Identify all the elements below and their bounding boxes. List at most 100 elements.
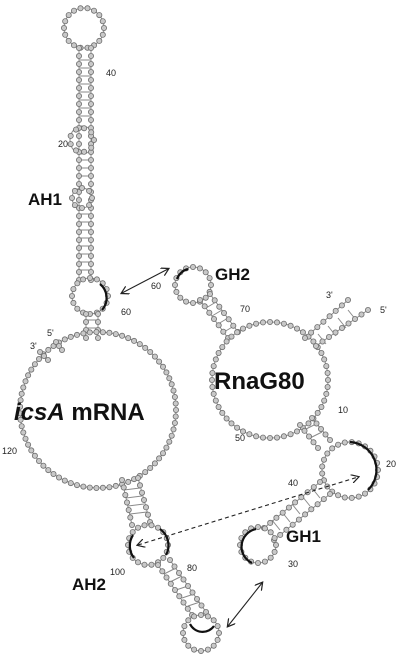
nucleotide xyxy=(80,483,87,490)
nucleotide xyxy=(88,164,95,171)
nucleotide xyxy=(25,372,32,379)
nucleotide xyxy=(31,361,38,368)
nucleotide xyxy=(20,429,27,436)
nucleotide xyxy=(285,504,292,511)
nucleotide xyxy=(76,53,83,60)
nucleotide xyxy=(73,147,80,154)
nucleotide xyxy=(79,184,86,191)
nucleotide xyxy=(355,493,362,500)
nucleotide xyxy=(196,265,203,272)
nucleotide xyxy=(128,522,135,529)
nucleotide xyxy=(22,378,29,385)
nucleotide xyxy=(344,296,351,303)
nucleotide xyxy=(177,294,184,301)
nucleotide xyxy=(56,342,63,349)
pos-70: 70 xyxy=(240,304,250,314)
nucleotide xyxy=(88,53,95,60)
nucleotide xyxy=(234,424,241,431)
nucleotide xyxy=(167,580,174,587)
nucleotide xyxy=(280,433,287,440)
nucleotide xyxy=(86,329,93,336)
nucleotide xyxy=(144,511,151,518)
nucleotide xyxy=(88,268,95,275)
nucleotide xyxy=(318,349,325,356)
nucleotide xyxy=(163,444,170,451)
nucleotide xyxy=(201,303,208,310)
nucleotide xyxy=(308,414,315,421)
nucleotide xyxy=(76,164,83,171)
nucleotide xyxy=(211,297,218,304)
nucleotide xyxy=(202,294,209,301)
pos-50: 50 xyxy=(235,433,245,443)
nucleotide xyxy=(320,496,327,503)
nucleotide xyxy=(207,281,214,288)
nucleotide xyxy=(364,306,371,313)
pos-120: 120 xyxy=(2,446,17,456)
rnag-5-prime: 5' xyxy=(380,305,387,315)
nucleotide xyxy=(267,554,274,561)
nucleotide xyxy=(17,416,24,423)
nucleotide xyxy=(112,331,119,338)
nucleotide xyxy=(93,276,100,283)
nucleotide xyxy=(76,268,83,275)
nucleotide xyxy=(76,85,83,92)
nucleotide xyxy=(142,344,149,351)
nucleotide xyxy=(131,337,138,344)
nucleotide xyxy=(261,558,268,565)
nucleotide xyxy=(324,369,331,376)
nucleotide xyxy=(96,12,103,19)
nucleotide xyxy=(302,511,309,518)
nucleotide xyxy=(181,623,188,630)
nucleotide xyxy=(142,504,149,511)
nucleotide xyxy=(67,141,74,148)
nucleotide xyxy=(312,342,319,349)
nucleotide xyxy=(17,410,24,417)
nucleotide xyxy=(88,156,95,163)
nucleotide xyxy=(166,557,173,564)
nucleotide xyxy=(223,338,230,345)
nucleotide xyxy=(81,148,88,155)
nucleotide xyxy=(125,478,132,485)
nucleotide xyxy=(239,428,246,435)
nucleotide xyxy=(210,315,217,322)
nucleotide xyxy=(168,432,175,439)
nucleotide xyxy=(67,333,74,340)
nucleotide xyxy=(61,24,68,31)
nucleotide xyxy=(166,438,173,445)
nucleotide xyxy=(95,310,102,317)
nucleotide xyxy=(210,617,217,624)
pos-40: 40 xyxy=(106,68,116,78)
nucleotide xyxy=(159,363,166,370)
nucleotide xyxy=(341,494,348,501)
nucleotide xyxy=(179,630,186,637)
ah2-label: AH2 xyxy=(72,575,106,594)
nucleotide xyxy=(193,596,200,603)
nucleotide xyxy=(76,93,83,100)
nucleotide xyxy=(163,369,170,376)
nucleotide xyxy=(271,548,278,555)
nucleotide xyxy=(219,409,226,416)
nucleotide xyxy=(279,509,286,516)
nucleotide xyxy=(151,353,158,360)
nucleotide xyxy=(67,132,74,139)
nucleotide xyxy=(308,506,315,513)
nucleotide xyxy=(41,352,48,359)
nucleotide xyxy=(219,344,226,351)
nucleotide xyxy=(71,187,78,194)
nucleotide xyxy=(86,187,93,194)
nucleotide xyxy=(254,524,261,531)
nucleotide xyxy=(318,403,325,410)
base-pairs xyxy=(79,59,357,607)
nucleotide xyxy=(204,646,211,653)
nucleotide xyxy=(81,125,88,132)
nucleotide xyxy=(308,329,315,336)
nucleotide xyxy=(119,332,126,339)
nucleotide xyxy=(314,409,321,416)
nucleotide xyxy=(140,496,147,503)
nucleotide xyxy=(22,435,29,442)
icsa-5-prime: 5' xyxy=(47,328,54,338)
nucleotide xyxy=(351,315,358,322)
nucleotide xyxy=(215,403,222,410)
nucleotide xyxy=(259,319,266,326)
